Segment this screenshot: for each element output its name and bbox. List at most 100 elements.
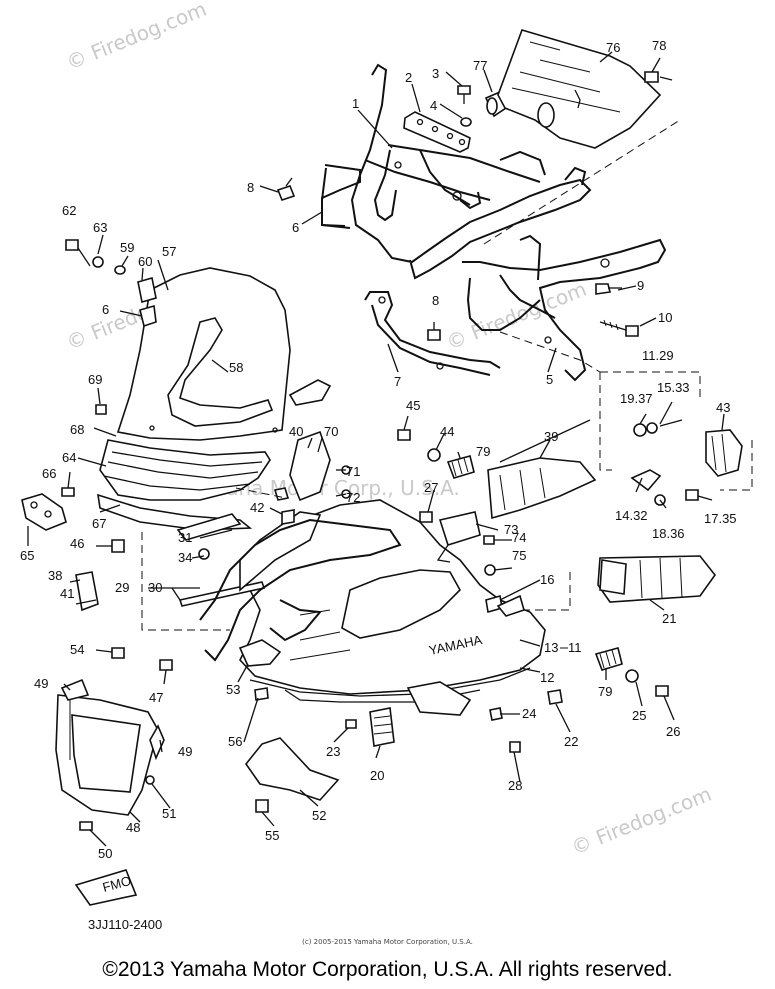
callout-79-upper: 79 (476, 444, 490, 459)
callout-15-33: 15.33 (657, 380, 690, 395)
callout-28: 28 (508, 778, 522, 793)
callout-27: 27 (424, 480, 438, 495)
clip-55 (255, 799, 269, 813)
nut-44 (427, 448, 441, 462)
callout-46: 46 (70, 536, 84, 551)
callout-24: 24 (522, 706, 536, 721)
callout-17-35: 17.35 (704, 511, 737, 526)
grommet-40 (273, 487, 290, 501)
callout-39: 39 (544, 429, 558, 444)
grommet-79-lower (594, 647, 623, 671)
callout-26: 26 (666, 724, 680, 739)
callout-23: 23 (326, 744, 340, 759)
panel-76 (497, 29, 662, 149)
callout-7: 7 (394, 374, 401, 389)
callout-53: 53 (226, 682, 240, 697)
bolt-54 (111, 647, 125, 659)
callout-6-upper: 6 (292, 220, 299, 235)
bracket-60 (114, 265, 157, 328)
cowling-13 (239, 499, 546, 703)
callout-51: 51 (162, 806, 176, 821)
cover-38 (75, 571, 99, 612)
stay-5 (462, 234, 667, 382)
callout-45: 45 (406, 398, 420, 413)
badge: FMO (74, 869, 138, 906)
callout-8-lower: 8 (432, 293, 439, 308)
callout-2: 2 (405, 70, 412, 85)
callout-8-upper: 8 (247, 180, 254, 195)
callout-71: 71 (346, 464, 360, 479)
cover-52 (245, 737, 340, 801)
bolt-8-upper (276, 177, 296, 201)
callout-57: 57 (162, 244, 176, 259)
callout-64: 64 (62, 450, 76, 465)
nut-34 (198, 548, 210, 560)
side-frame (199, 518, 402, 662)
bolt-10 (599, 319, 639, 337)
callout-34: 34 (178, 550, 192, 565)
callout-21: 21 (662, 611, 676, 626)
callout-38: 38 (48, 568, 62, 583)
bolt-3 (457, 85, 471, 104)
callout-49-right: 49 (178, 744, 192, 759)
watermark: © Firedog.com (568, 782, 715, 860)
watermark: © Firedog.com (63, 0, 210, 75)
callout-69: 69 (88, 372, 102, 387)
meter-panel-48 (55, 694, 159, 816)
callout-9: 9 (637, 278, 644, 293)
screw-69 (95, 404, 107, 415)
visor-64 (99, 439, 271, 501)
arm-58 (288, 379, 332, 406)
small-copyright: (c) 2005-2015 Yamaha Motor Corporation, … (302, 938, 473, 946)
callout-25: 25 (632, 708, 646, 723)
callout-56: 56 (228, 734, 242, 749)
nut-4 (460, 117, 472, 127)
callout-49-left: 49 (34, 676, 48, 691)
footer-copyright: ©2013 Yamaha Motor Corporation, U.S.A. A… (102, 958, 673, 981)
callout-16: 16 (540, 572, 554, 587)
mirror-73 (436, 511, 481, 563)
inner-panel-31 (176, 511, 322, 607)
callout-6-left: 6 (102, 302, 109, 317)
callout-30: 30 (148, 580, 162, 595)
grommet-79-upper (446, 455, 475, 479)
callout-20: 20 (370, 768, 384, 783)
callout-76: 76 (606, 40, 620, 55)
callout-labels: 1 2 3 4 5 6 6 7 8 8 9 10 11.29 12 13 11 … (20, 38, 737, 861)
callout-3: 3 (432, 66, 439, 81)
callout-31: 31 (178, 530, 192, 545)
bracket-65 (21, 493, 67, 531)
callout-14-32: 14.32 (615, 508, 648, 523)
bracket-14 (630, 469, 662, 492)
bolt-9 (595, 283, 622, 295)
callout-66: 66 (42, 466, 56, 481)
bolt-47 (159, 659, 173, 671)
washer-25 (625, 669, 639, 683)
leader-lines (27, 51, 753, 847)
callout-12: 12 (540, 670, 554, 685)
badge-text: FMO (101, 873, 133, 895)
callout-22: 22 (564, 734, 578, 749)
callout-60: 60 (138, 254, 152, 269)
callout-13: 13 (544, 640, 558, 655)
duct-39 (487, 457, 597, 520)
watermark: © Firedog.com (443, 277, 590, 355)
callout-79-lower: 79 (598, 684, 612, 699)
bolt-26 (655, 685, 669, 697)
callout-72: 72 (346, 490, 360, 505)
bolt-51 (145, 775, 155, 785)
callout-11-29: 11.29 (642, 348, 674, 363)
bracket-22 (406, 681, 563, 716)
bracket-70 (289, 430, 331, 502)
callout-4: 4 (430, 98, 437, 113)
callout-41: 41 (60, 586, 74, 601)
callout-10: 10 (658, 310, 672, 325)
callout-1: 1 (352, 96, 359, 111)
callout-78: 78 (652, 38, 666, 53)
callout-62: 62 (62, 203, 76, 218)
callout-47: 47 (149, 690, 163, 705)
clip-42 (281, 509, 295, 525)
bolt-28 (509, 741, 521, 753)
callout-19-37: 19.37 (620, 391, 653, 406)
bolt-8-lower (427, 322, 441, 341)
